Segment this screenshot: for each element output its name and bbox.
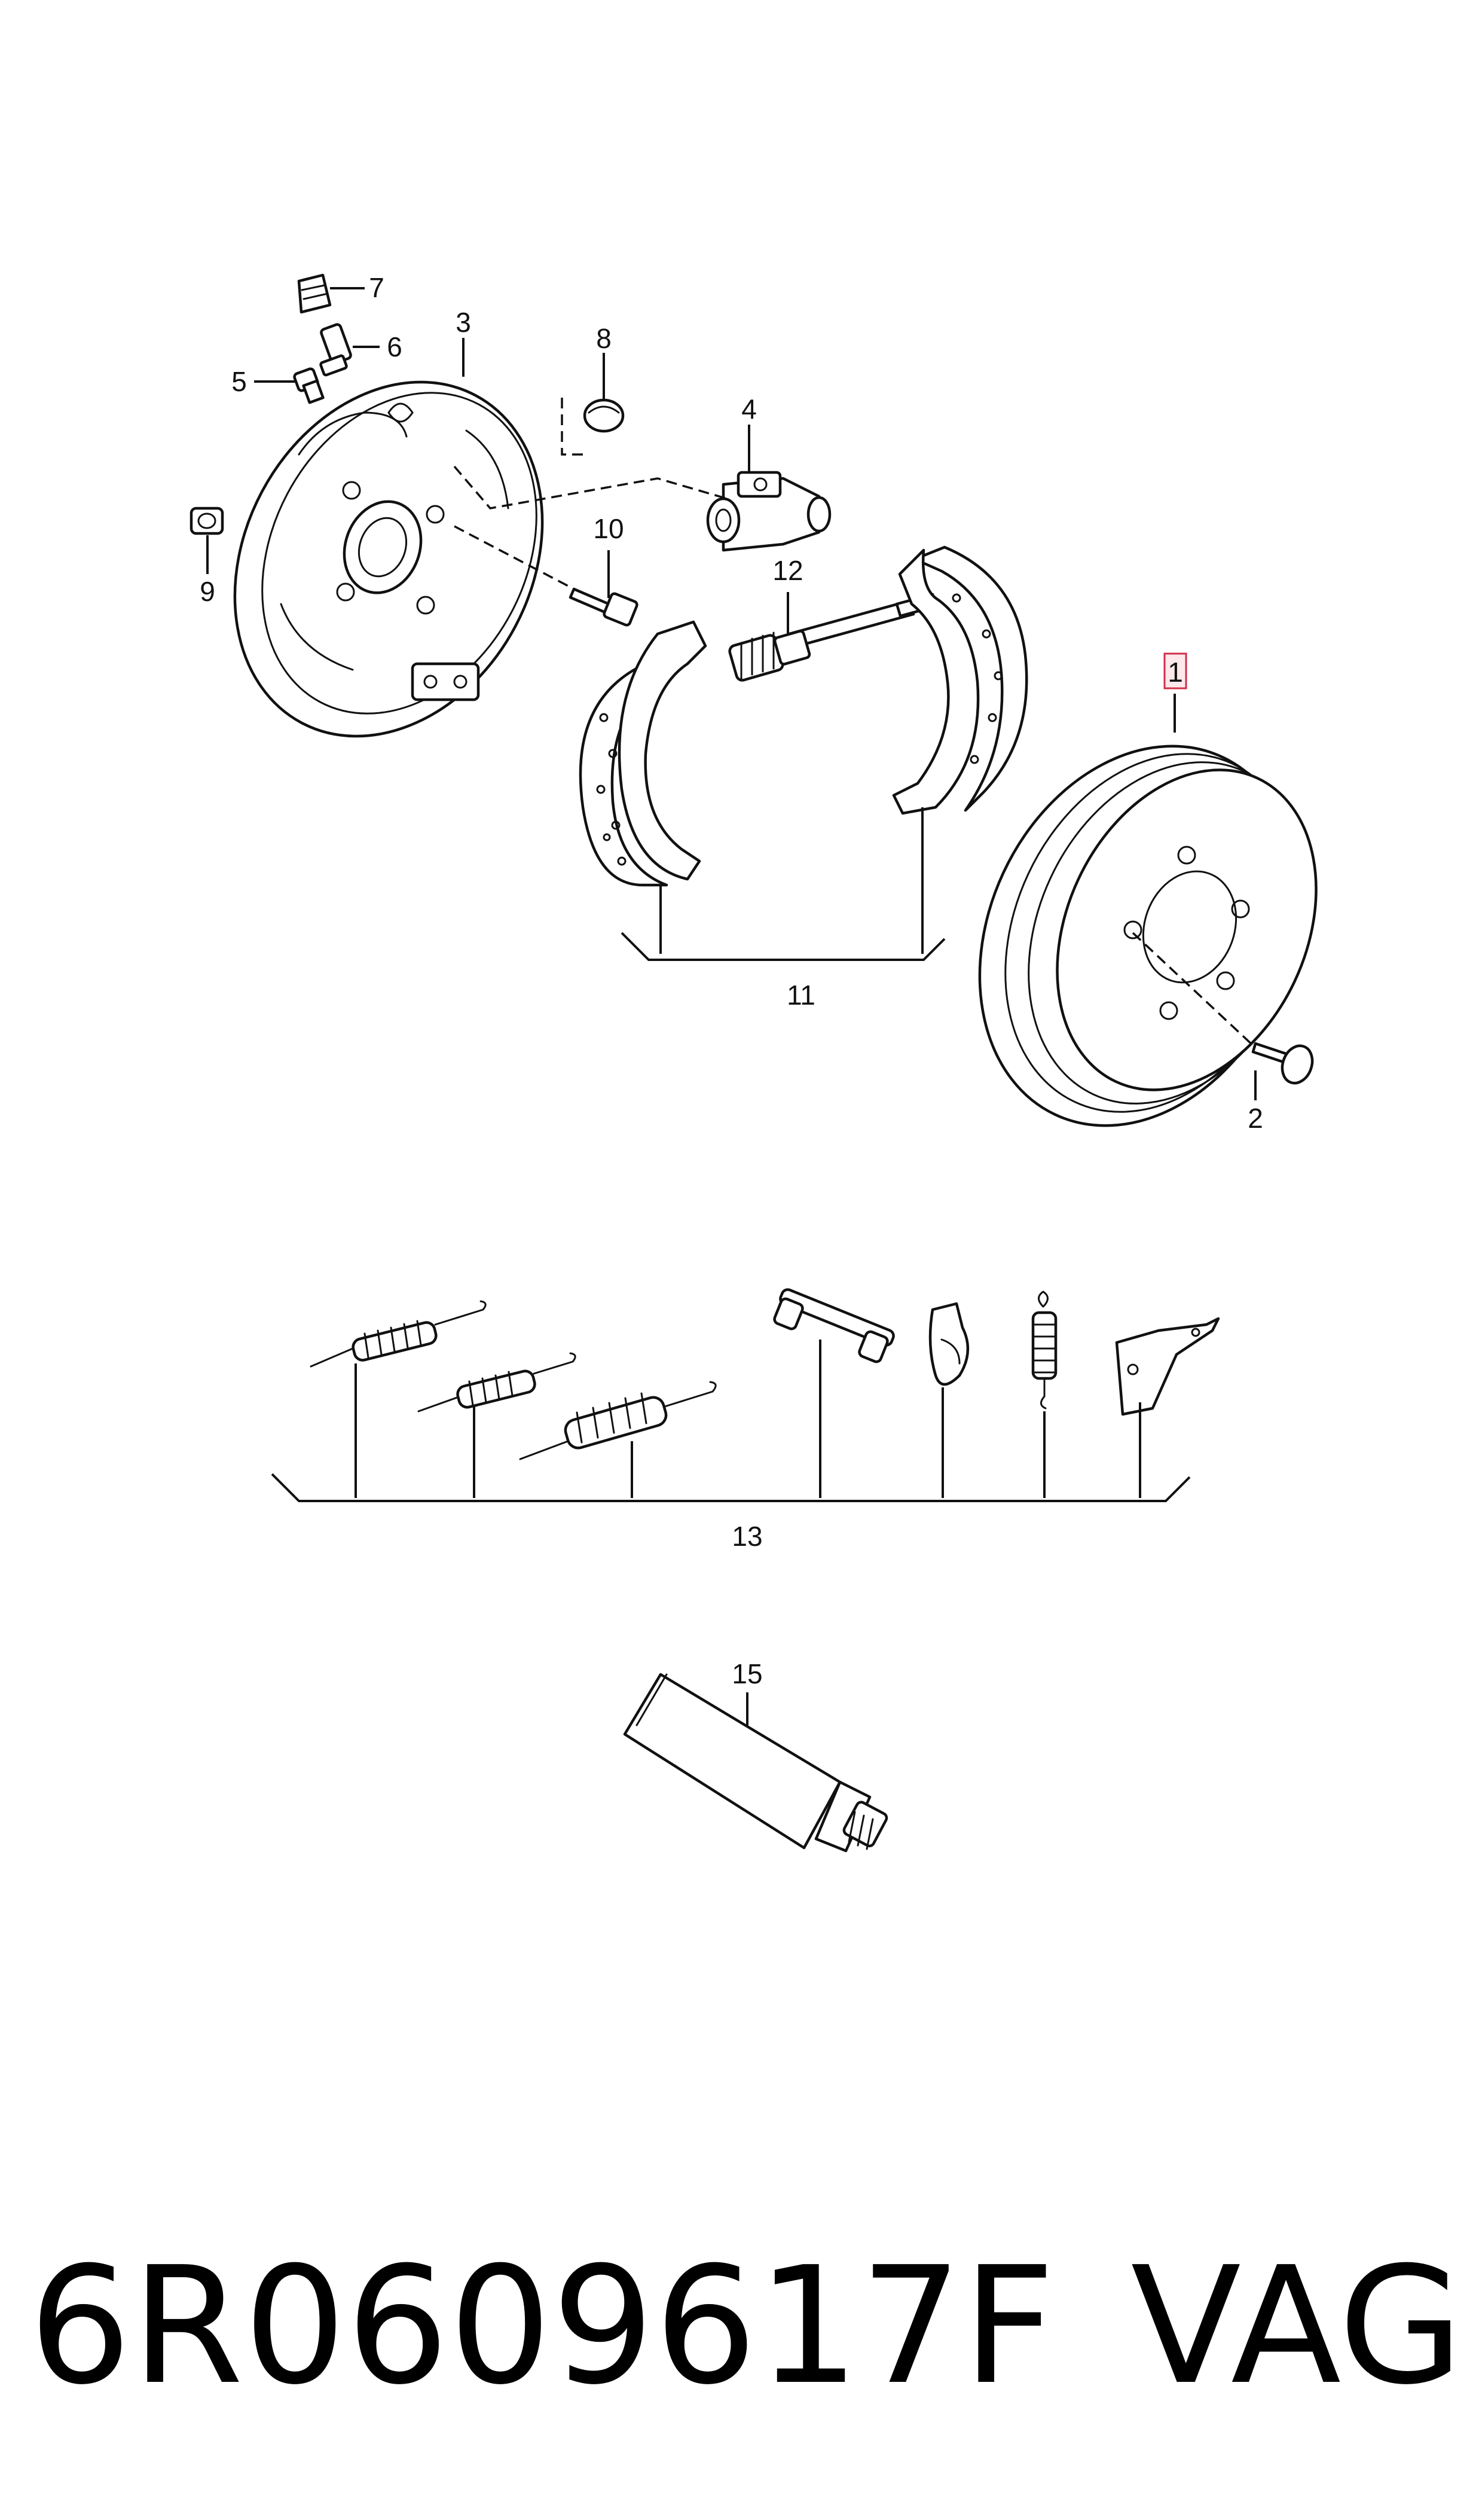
callout-13[interactable]: 13 xyxy=(732,1521,762,1552)
footer-caption: 6R0609617F VAG xyxy=(29,2237,1463,2416)
plug-part-8 xyxy=(583,398,625,433)
part-number: 6R0609617F xyxy=(29,2232,1056,2420)
nut-part-9 xyxy=(190,507,224,535)
leader-lines xyxy=(206,287,1257,1725)
callout-7[interactable]: 7 xyxy=(369,272,384,303)
retainer-clip-part xyxy=(928,1302,970,1386)
callout-5[interactable]: 5 xyxy=(231,366,247,397)
callout-9[interactable]: 9 xyxy=(200,576,215,607)
bleeder-cap-part-7 xyxy=(297,273,332,314)
screw-part-5 xyxy=(293,367,325,404)
callout-12[interactable]: 12 xyxy=(772,555,803,586)
callout-10[interactable]: 10 xyxy=(593,513,624,544)
backing-plate-part xyxy=(233,380,544,738)
spring-medium-part xyxy=(417,1352,576,1412)
brake-shoe-left-part xyxy=(579,620,707,887)
adjuster-part xyxy=(728,593,938,682)
callout-1[interactable]: 1 xyxy=(1168,657,1183,688)
drum-screw-part-2 xyxy=(1251,1042,1314,1085)
callout-11[interactable]: 11 xyxy=(787,980,815,1011)
brake-drum-part xyxy=(978,745,1318,1127)
callout-labels: 1 2 3 4 5 6 7 8 9 10 11 12 13 15 xyxy=(200,272,1263,1689)
brake-shoe-right-part xyxy=(892,545,1028,815)
spring-large-part xyxy=(519,1381,717,1460)
highlight-box-1 xyxy=(1163,652,1187,690)
brand-name: VAG xyxy=(1130,2232,1463,2420)
adjuster-lever-part xyxy=(1115,1317,1220,1416)
grease-tube-part xyxy=(623,1673,888,1853)
hold-down-spring-part xyxy=(1031,1290,1058,1410)
callout-3[interactable]: 3 xyxy=(456,307,471,338)
callout-4[interactable]: 4 xyxy=(741,393,757,425)
strut-bar-part xyxy=(773,1288,895,1363)
spring-long-part xyxy=(310,1300,487,1368)
callout-2[interactable]: 2 xyxy=(1248,1103,1263,1134)
callout-6[interactable]: 6 xyxy=(387,331,402,362)
wheel-cylinder-part xyxy=(706,471,832,552)
callout-15[interactable]: 15 xyxy=(732,1658,762,1689)
callout-8[interactable]: 8 xyxy=(596,323,612,354)
bolt-part-10 xyxy=(569,587,638,627)
bleeder-valve-part-6 xyxy=(319,323,352,377)
